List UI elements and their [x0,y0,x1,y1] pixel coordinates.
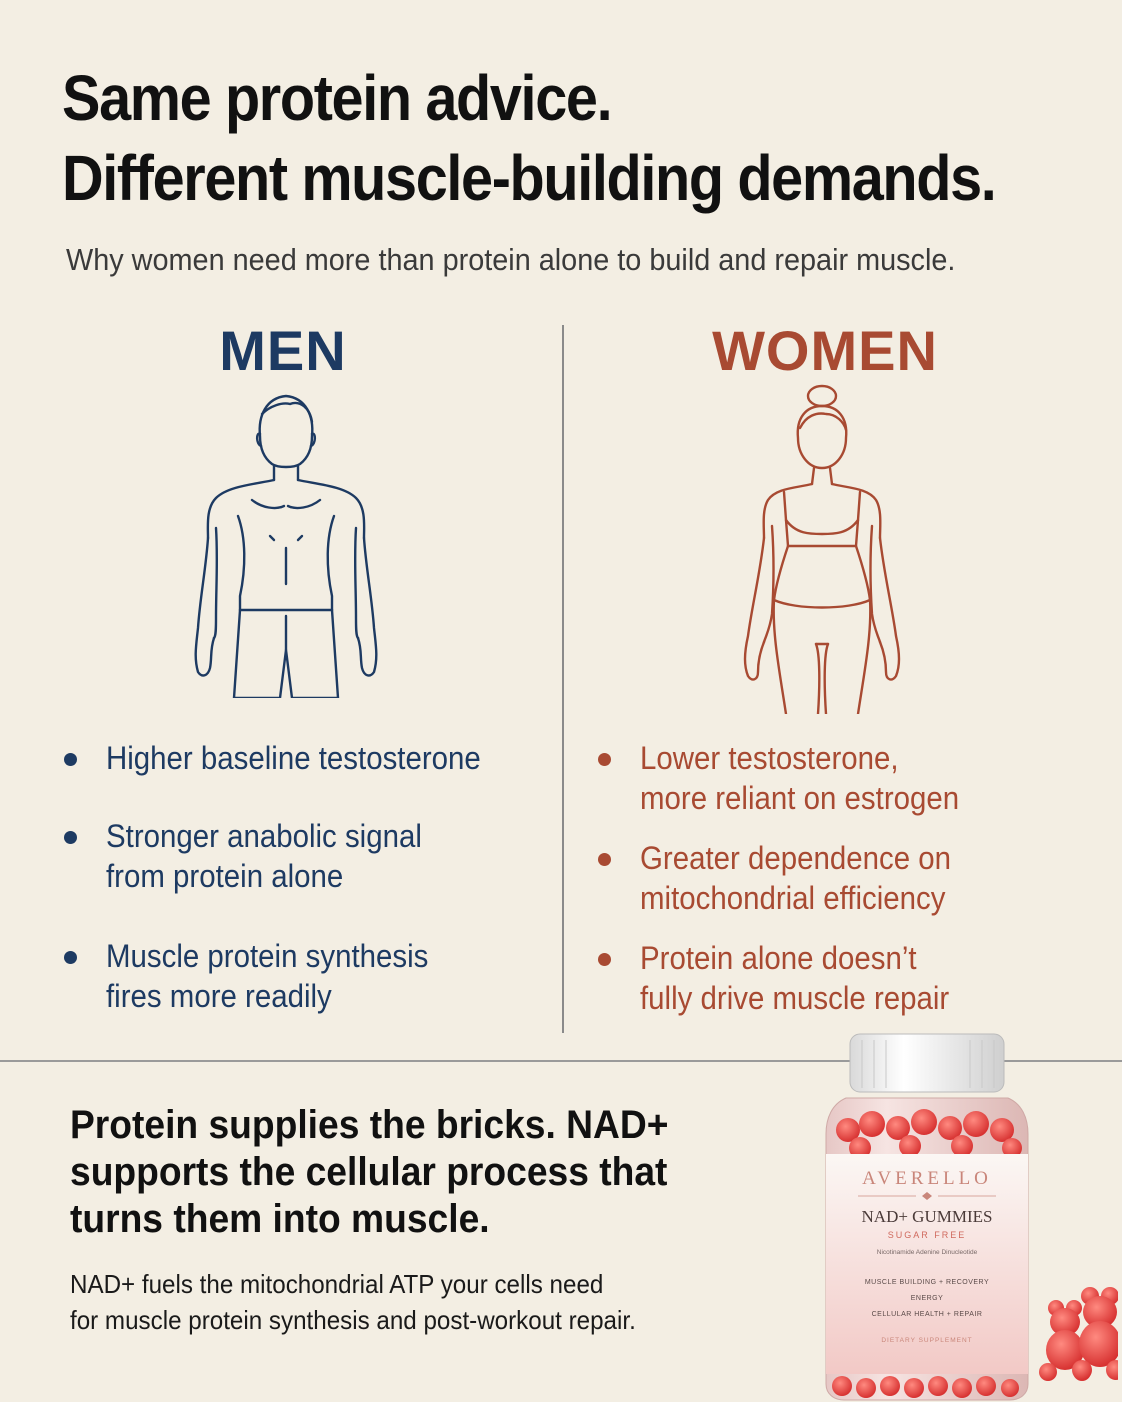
bullet-text: Protein alone doesn’t [640,940,917,976]
bullet-dot-icon [598,853,611,866]
product-ingredient: Nicotinamide Adenine Dinucleotide [877,1249,978,1256]
subheadline: Why women need more than protein alone t… [66,242,956,277]
list-item: Protein alone doesn’t fully drive muscle… [598,938,987,1018]
women-title: WOMEN [712,319,938,382]
product-benefit-3: CELLULAR HEALTH + REPAIR [872,1311,983,1318]
bullet-dot-icon [64,831,77,844]
bottom-headline-line: turns them into muscle. [70,1197,490,1241]
list-item: Lower testosterone, more reliant on estr… [598,738,987,818]
column-divider [562,325,564,1033]
bottom-headline-line: supports the cellular process that [70,1150,668,1194]
bullet-text: Lower testosterone, [640,740,899,776]
women-bullet-list: Lower testosterone, more reliant on estr… [598,738,987,1018]
list-item: Greater dependence on mitochondrial effi… [598,838,987,918]
bottom-body-text: NAD+ fuels the mitochondrial ATP your ce… [70,1266,740,1338]
list-item: Higher baseline testosterone [64,738,513,778]
bullet-text: fires more readily [106,978,332,1014]
list-item: Muscle protein synthesis fires more read… [64,936,513,1016]
product-benefit-2: ENERGY [911,1295,944,1302]
bullet-text: Muscle protein synthesis [106,938,429,974]
bottom-headline: Protein supplies the bricks. NAD+ suppor… [70,1102,777,1243]
bullet-text: fully drive muscle repair [640,980,950,1016]
product-name: NAD+ GUMMIES [862,1207,993,1226]
bullet-dot-icon [598,753,611,766]
bullet-text: more reliant on estrogen [640,780,960,816]
product-tag: SUGAR FREE [888,1230,967,1240]
female-body-outline-icon [743,384,901,714]
male-body-outline-icon [194,394,378,698]
page-title: Same protein advice. Different muscle-bu… [62,58,998,218]
headline-line-1: Same protein advice. [62,62,613,134]
list-item: Stronger anabolic signal from protein al… [64,816,513,896]
headline-line-2: Different muscle-building demands. [62,142,997,214]
bottom-headline-line: Protein supplies the bricks. NAD+ [70,1103,669,1147]
product-bottle-image: AVERELLO NAD+ GUMMIES SUGAR FREE Nicotin… [825,1033,1118,1401]
product-brand: AVERELLO [862,1168,992,1189]
bullet-text: Greater dependence on [640,840,951,876]
bullet-dot-icon [598,953,611,966]
bullet-dot-icon [64,753,77,766]
bullet-text: Stronger anabolic signal [106,818,422,854]
bullet-text: from protein alone [106,858,344,894]
gummy-bear-icon [1072,1287,1118,1380]
bullet-text: Higher baseline testosterone [106,740,481,776]
bottom-body-line: NAD+ fuels the mitochondrial ATP your ce… [70,1269,604,1299]
men-bullet-list: Higher baseline testosterone Stronger an… [64,738,513,1016]
bottom-body-line: for muscle protein synthesis and post-wo… [70,1305,636,1335]
product-benefit-1: MUSCLE BUILDING + RECOVERY [865,1279,989,1286]
section-divider [0,1060,1122,1062]
bullet-text: mitochondrial efficiency [640,880,946,916]
product-footer: DIETARY SUPPLEMENT [881,1337,972,1344]
men-title: MEN [219,319,347,382]
bullet-dot-icon [64,951,77,964]
